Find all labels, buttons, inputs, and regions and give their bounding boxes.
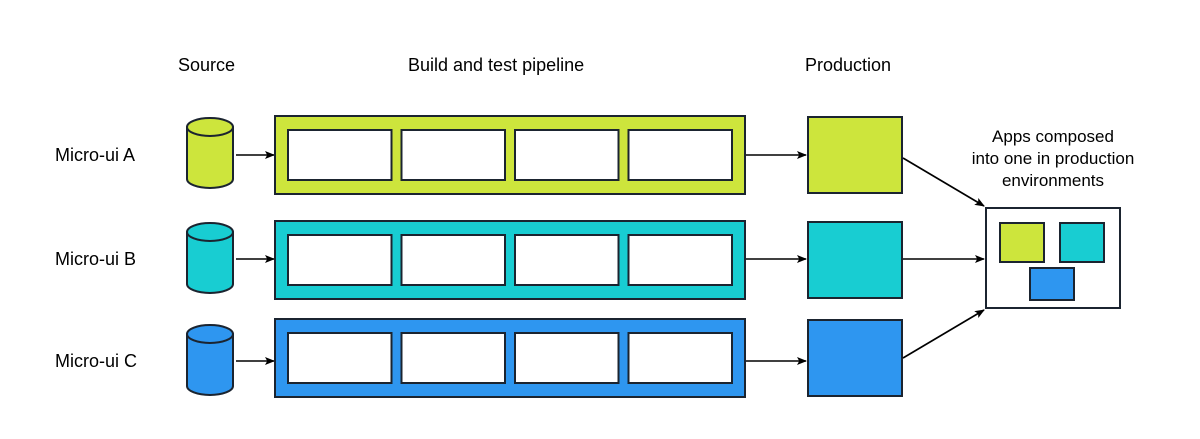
source-cylinder-micro-ui-c bbox=[186, 324, 234, 396]
production-artifact-micro-ui-b bbox=[807, 221, 903, 299]
row-label-micro-ui-a: Micro-ui A bbox=[55, 145, 136, 165]
pipeline-stage-box bbox=[287, 129, 393, 181]
pipeline-stage-box bbox=[627, 129, 733, 181]
pipeline-stage-box bbox=[400, 332, 506, 384]
arrow-production-to-composition-micro-ui-a bbox=[902, 157, 985, 207]
pipeline-stage-box bbox=[400, 234, 506, 286]
pipeline-row-micro-ui-c bbox=[186, 309, 985, 398]
pipeline-stage-box bbox=[627, 234, 733, 286]
pipeline-stage-box bbox=[514, 129, 620, 181]
column-header-production: Production bbox=[805, 55, 892, 75]
pipeline-stage-box bbox=[627, 332, 733, 384]
cylinder-top bbox=[186, 222, 234, 242]
production-artifact-micro-ui-c bbox=[807, 319, 903, 397]
composed-app-app-c bbox=[1029, 267, 1075, 301]
composition-caption: Apps composed into one in production env… bbox=[971, 127, 1135, 190]
production-artifact-micro-ui-a bbox=[807, 116, 903, 194]
cylinder-body bbox=[186, 231, 234, 294]
cylinder-top bbox=[186, 117, 234, 137]
pipeline-stage-box bbox=[400, 129, 506, 181]
pipeline-stage-box bbox=[287, 332, 393, 384]
source-cylinder-micro-ui-a bbox=[186, 117, 234, 189]
pipeline-stage-box bbox=[514, 234, 620, 286]
composed-app-app-b bbox=[1059, 222, 1105, 263]
cylinder-body bbox=[186, 126, 234, 189]
source-cylinder-micro-ui-b bbox=[186, 222, 234, 294]
pipeline-stage-box bbox=[514, 332, 620, 384]
cylinder-body bbox=[186, 333, 234, 396]
pipeline-row-micro-ui-b bbox=[186, 220, 985, 300]
pipeline-stage-box bbox=[287, 234, 393, 286]
arrow-production-to-composition-micro-ui-c bbox=[902, 309, 985, 359]
row-label-micro-ui-c: Micro-ui C bbox=[55, 351, 138, 371]
column-header-pipeline: Build and test pipeline bbox=[408, 55, 585, 75]
row-label-micro-ui-b: Micro-ui B bbox=[55, 249, 137, 269]
composed-app-app-a bbox=[999, 222, 1045, 263]
cylinder-top bbox=[186, 324, 234, 344]
pipeline-row-micro-ui-a bbox=[186, 115, 985, 207]
column-header-source: Source bbox=[178, 55, 236, 75]
